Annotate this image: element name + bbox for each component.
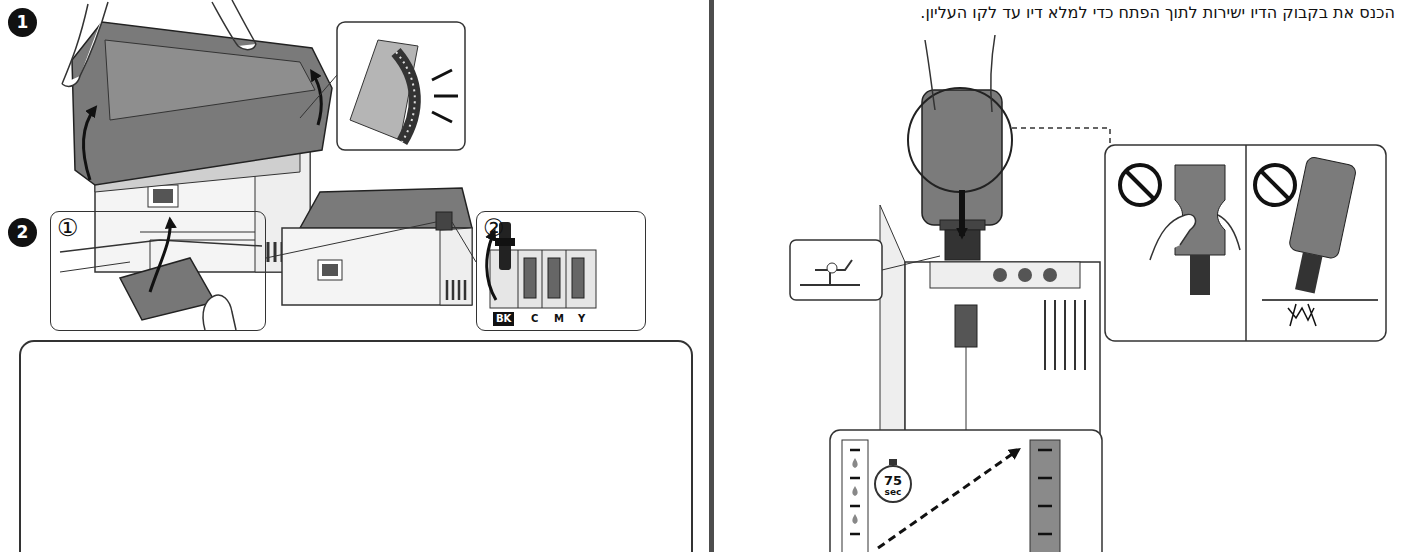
wrong-use-inset-part-part — [1295, 252, 1322, 293]
tank-cover-detail-part — [120, 258, 215, 320]
wrong-use-inset-part — [1245, 145, 1247, 341]
ink-color-label: BK — [493, 312, 514, 326]
step-number: 2 — [8, 224, 37, 241]
detail-inset: ① — [50, 211, 266, 331]
ink-bottle-filling-part — [925, 35, 995, 112]
nozzle-detail-inset-part — [800, 260, 860, 285]
printer-lid-open-part — [153, 189, 173, 203]
wrong-use-inset-part — [1262, 299, 1378, 301]
step-number-badge: 2 — [8, 218, 37, 247]
timer-seconds: 75 — [876, 474, 910, 487]
printer-tank-cover-open-part — [266, 222, 476, 262]
ink-level-inset-part — [842, 440, 868, 552]
ink-bottle-filling-part — [1045, 300, 1085, 370]
ink-bottle-filling-part — [1018, 268, 1032, 282]
step-number: 1 — [8, 14, 37, 31]
ink-bottle-filling-part — [930, 262, 1080, 288]
printer-tank-cover-open-part — [282, 228, 472, 305]
ink-level-inset-part — [830, 430, 1102, 552]
ink-bottle-filling-part — [959, 190, 965, 236]
printer-lid-open-part — [105, 40, 315, 120]
ink-bottle-filling-part — [908, 88, 1012, 192]
ink-tank-caps-detail-part — [487, 232, 496, 300]
printer-lid-open-part — [212, 0, 256, 50]
nozzle-detail-inset-part — [882, 256, 940, 270]
wrong-use-inset-part — [1190, 255, 1210, 295]
printer-tank-cover-open-part — [436, 212, 452, 230]
nozzle-detail-inset-part — [790, 240, 882, 300]
hinge-detail-inset-part — [396, 52, 415, 142]
tank-cover-detail-part — [203, 295, 236, 330]
timer-symbol: 75sec — [874, 465, 912, 503]
printer-lid-open-part — [62, 2, 108, 86]
ink-bottle-filling-part — [993, 268, 1007, 282]
instruction-text: הכנס את בקבוק הדיו ישירות לתוך הפתח כדי … — [775, 3, 1395, 23]
printer-tank-cover-open-part — [318, 260, 342, 280]
ink-bottle-filling-part — [1043, 268, 1057, 282]
ink-tank-caps-detail-part — [524, 258, 536, 298]
ink-level-inset-part — [1030, 440, 1060, 552]
ink-bottle-filling-part — [966, 347, 967, 430]
substep-number: ② — [483, 216, 505, 240]
ink-tank-caps-detail-part — [572, 258, 584, 298]
ink-level-inset-part — [1038, 450, 1052, 534]
detail-inset: ② BK C M Y — [476, 211, 646, 331]
printer-lid-open-part — [148, 185, 178, 207]
ink-tank-caps-detail-part — [548, 258, 560, 298]
note-frame — [20, 341, 692, 552]
printer-lid-open-part — [84, 108, 95, 180]
wrong-use-inset-part — [1288, 304, 1316, 326]
hinge-detail-inset-part — [396, 52, 415, 142]
ink-color-label: Y — [578, 314, 585, 324]
printer-tank-cover-open-part — [440, 228, 472, 305]
timer-unit: sec — [876, 488, 910, 497]
wrong-use-inset-part-part — [1288, 156, 1357, 259]
wrong-use-inset-part — [1280, 156, 1357, 296]
hinge-detail-inset-part — [432, 70, 458, 122]
nozzle-detail-inset — [790, 240, 940, 300]
step-number-badge: 1 — [8, 8, 37, 37]
ink-bottle-filling-part — [1012, 128, 1110, 146]
tank-cover-detail-part — [60, 262, 130, 272]
printer-tank-cover-open-part — [322, 264, 338, 276]
wrong-use-inset-part — [1261, 171, 1289, 199]
printer-tank-cover-open — [266, 188, 476, 305]
printer-tank-cover-open-part — [447, 280, 465, 300]
printer-lid-open-part — [72, 22, 332, 185]
ink-bottle-filling-part — [955, 305, 977, 347]
nozzle-detail-inset-part — [827, 263, 837, 273]
substep-number: ① — [57, 216, 79, 240]
tank-cover-detail — [60, 220, 262, 330]
wrong-use-inset-part — [1255, 165, 1295, 205]
ink-tank-caps-detail-part — [518, 250, 566, 308]
ink-level-inset-part — [852, 458, 857, 524]
tank-cover-detail-part — [60, 240, 262, 252]
ink-level-inset-part — [850, 450, 860, 534]
printer-lid-open-part — [300, 75, 337, 118]
wrong-use-inset-part — [1126, 171, 1154, 199]
wrong-use-inset-part — [1120, 165, 1160, 205]
wrong-use-inset-part — [1105, 145, 1386, 341]
tank-cover-detail-part — [150, 220, 170, 292]
wrong-use-inset-part — [1150, 214, 1240, 260]
ink-color-label: C — [531, 314, 538, 324]
hinge-detail-inset-part — [337, 22, 465, 150]
ink-level-inset — [830, 430, 1102, 552]
ink-color-label: M — [554, 314, 564, 324]
page-divider — [709, 0, 714, 552]
hinge-detail-inset — [337, 22, 465, 150]
wrong-use-inset — [1105, 145, 1386, 341]
